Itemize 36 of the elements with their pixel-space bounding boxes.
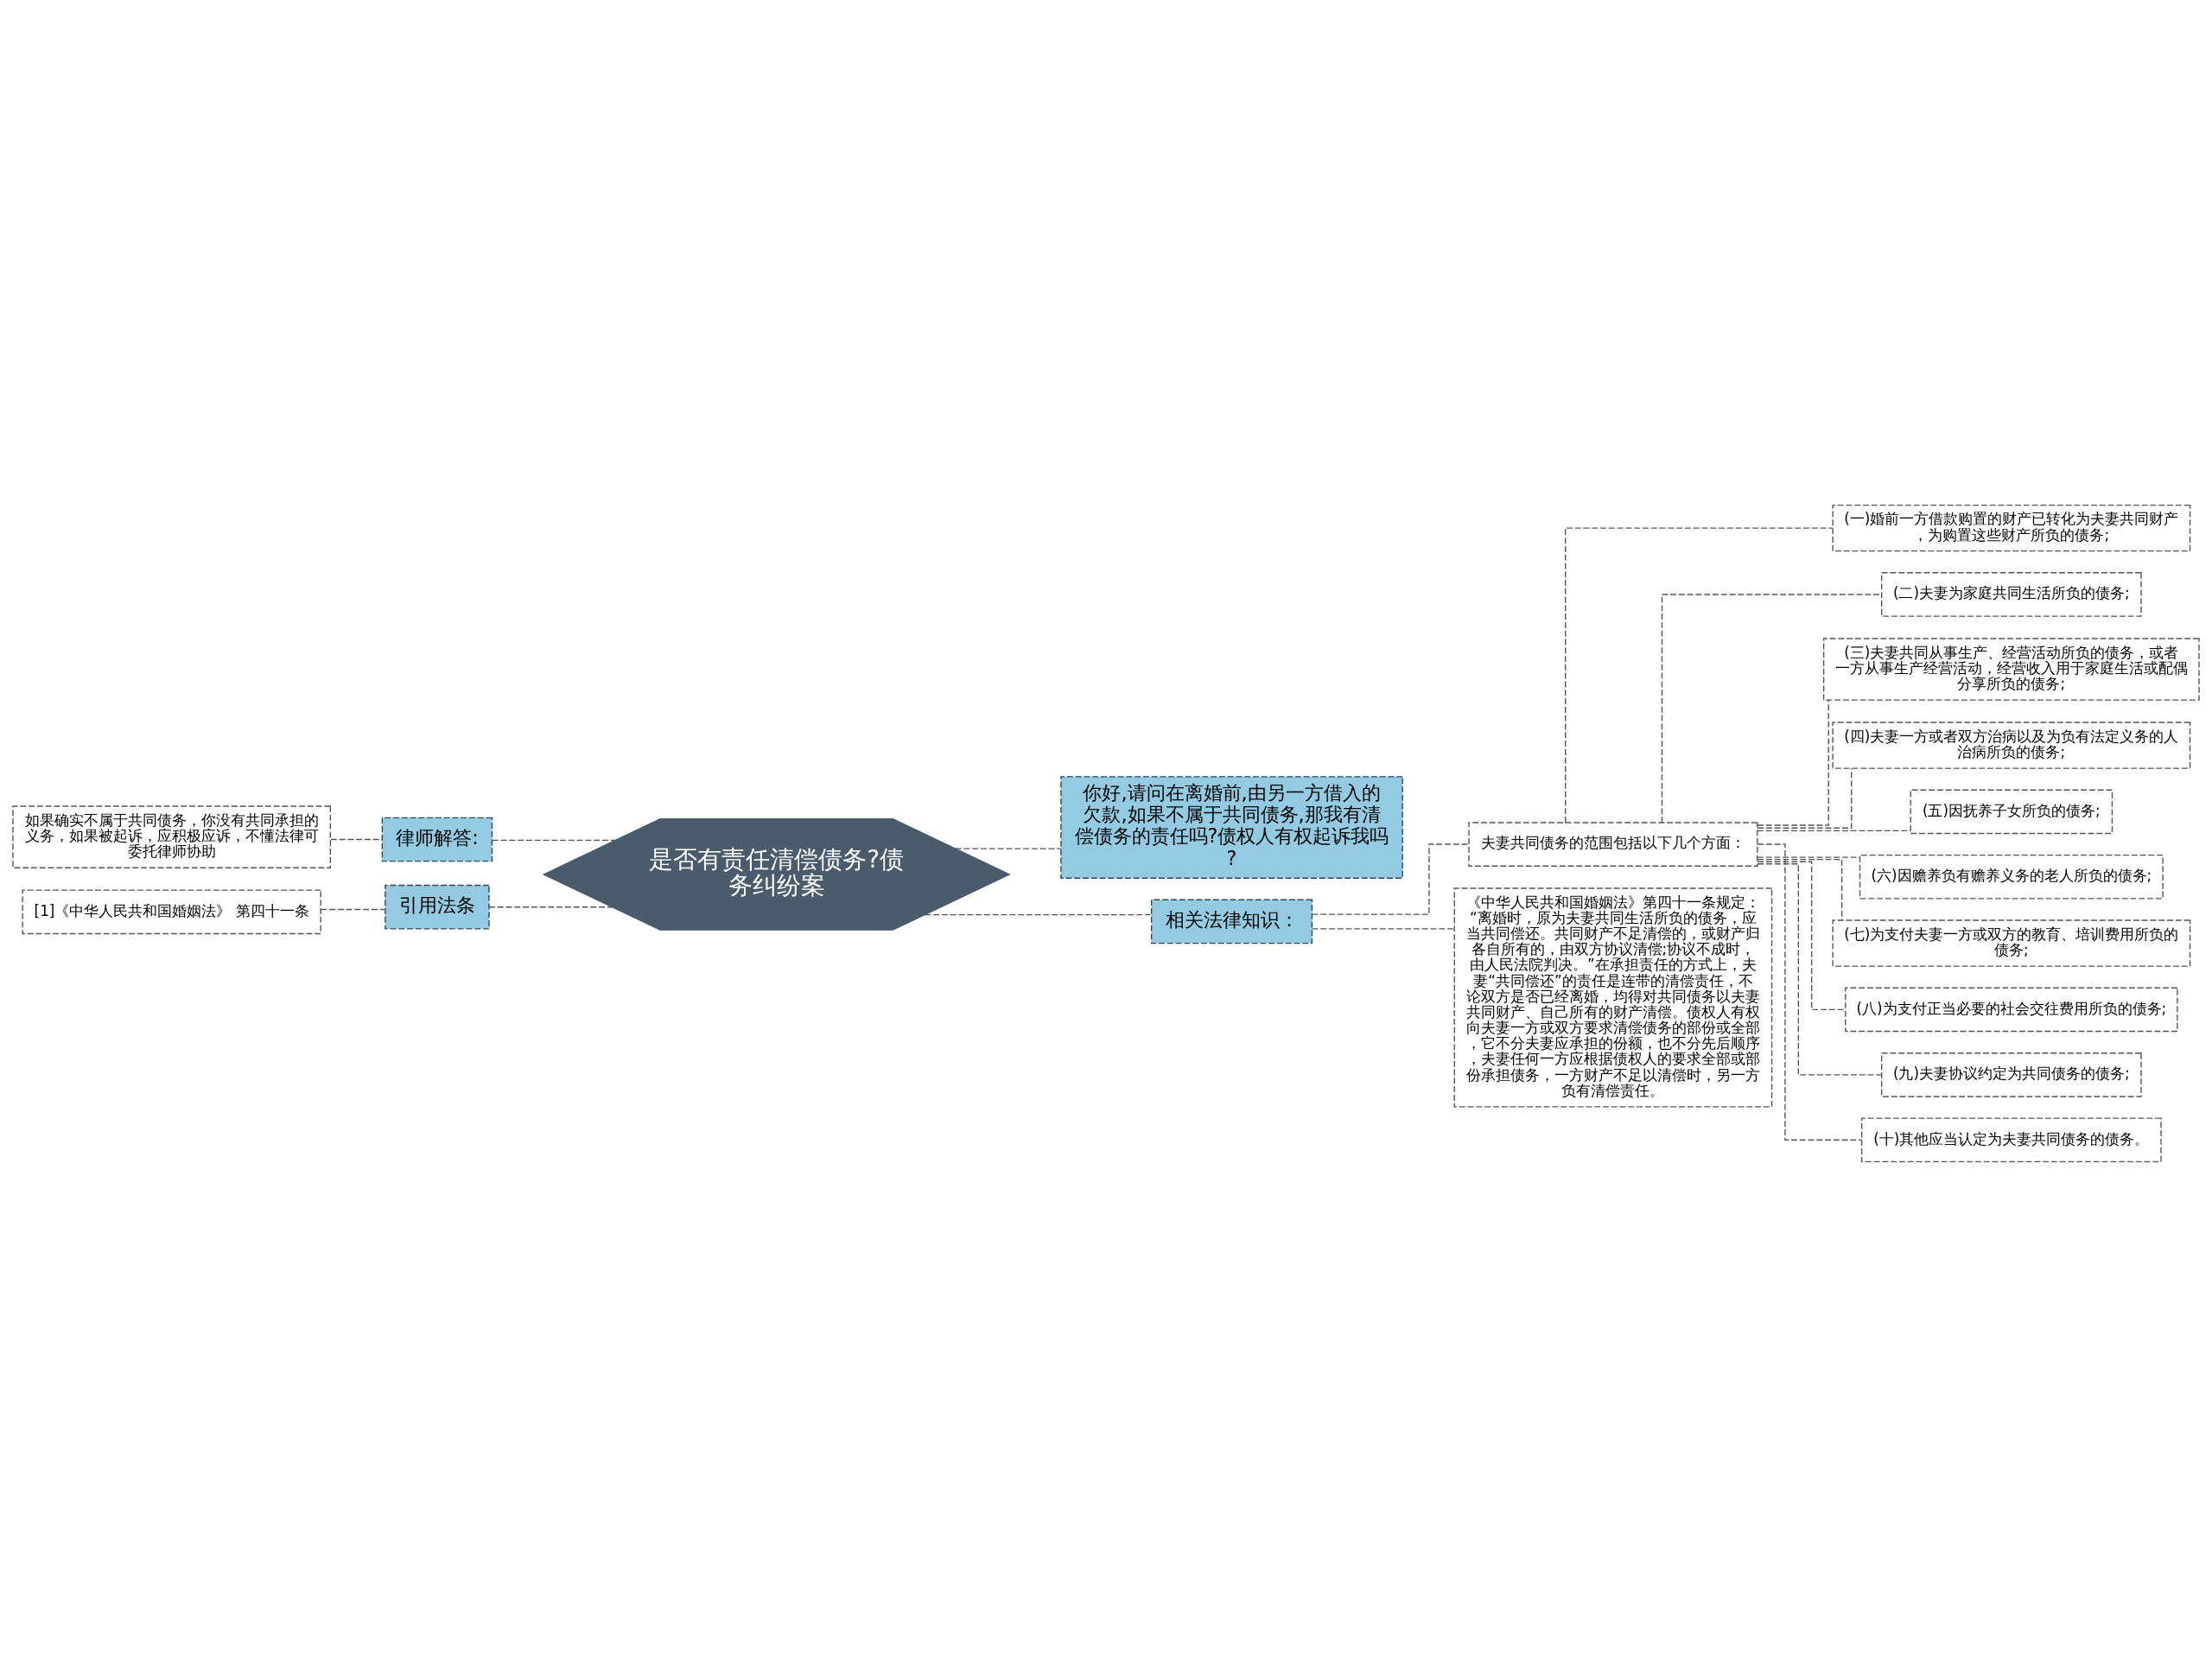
node-box: (四)夫妻一方或者双方治病以及为负有法定义务的人治病所负的债务;	[1832, 721, 2191, 769]
connector	[1565, 526, 1834, 823]
node-box: 律师解答:	[381, 817, 493, 862]
connector	[924, 913, 1152, 915]
connector	[1661, 593, 1882, 823]
node-box: [1]《中华人民共和国婚姻法》 第四十一条	[22, 888, 321, 934]
connector	[1311, 843, 1470, 915]
connector	[1757, 855, 1861, 858]
node-box: 你好,请问在离婚前,由另一方借入的欠款,如果不属于共同债务,那我有清偿债务的责任吗?债权人有权起诉我吗?	[1060, 775, 1403, 879]
connector	[492, 839, 616, 841]
connector	[1311, 927, 1455, 930]
node-box: (七)为支付夫妻一方或双方的教育、培训费用所负的债务;	[1832, 919, 2191, 967]
node-box: (二)夫妻为家庭共同生活所负的债务;	[1881, 571, 2142, 617]
connector	[1757, 858, 1843, 920]
node-box: 相关法律知识：	[1150, 899, 1313, 944]
node-box: 《中华人民共和国婚姻法》第四十一条规定：“离婚时，原为夫妻共同生活所负的债务，应当共同偿还。共同财产不足清偿的，或财产归各自所有的，由双方协议清偿;协议不成时，由人民法院判决。”在承担责任的方式上，夫妻“共同偿还”的责任是连带的清偿责任，不论双方是否已经离婚，均得对共同债务以夫妻共同财产、自己所有的财产清偿。债权人有权向夫妻一方或双方要求清偿债务的部份或全部，它不分夫妻应承担的份额，也不分先后顺序，夫妻任何一方应根据债权人的要求全部或部份承担债务，一方财产不足以清偿时，另一方负有清偿责任。	[1453, 887, 1773, 1108]
connector	[1757, 699, 1829, 826]
connector	[1757, 860, 1847, 1010]
connector	[488, 906, 613, 907]
node-box: (十)其他应当认定为夫妻共同债务的债务。	[1860, 1116, 2162, 1162]
node-box: (六)因赡养负有赡养义务的老人所负的债务;	[1859, 854, 2164, 900]
connector	[1757, 767, 1853, 829]
node-box: (五)因抚养子女所负的债务;	[1910, 789, 2113, 834]
node-box: 引用法条	[385, 884, 490, 930]
connector	[1757, 843, 1863, 1141]
node-box: (三)夫妻共同从事生产、经营活动所负的债务，或者一方从事生产经营活动，经营收入用于家庭生活或配偶分享所负的债务;	[1822, 637, 2200, 701]
node-box: 夫妻共同债务的范围包括以下几个方面：	[1468, 821, 1758, 867]
connector	[330, 838, 383, 840]
node-box: (九)夫妻协议约定为共同债务的债务;	[1881, 1052, 2142, 1097]
connector	[1757, 862, 1883, 1076]
connector	[1757, 830, 1911, 831]
node-box: (一)婚前一方借款购置的财产已转化为夫妻共同财产，为购置这些财产所负的债务;	[1832, 504, 2191, 551]
node-box: (八)为支付正当必要的社会交往费用所负的债务;	[1845, 987, 2178, 1032]
connector	[320, 908, 385, 910]
node-box: 如果确实不属于共同债务，你没有共同承担的义务，如果被起诉，应积极应诉，不懂法律可委托律师协助	[12, 804, 331, 868]
connector	[955, 847, 1062, 849]
